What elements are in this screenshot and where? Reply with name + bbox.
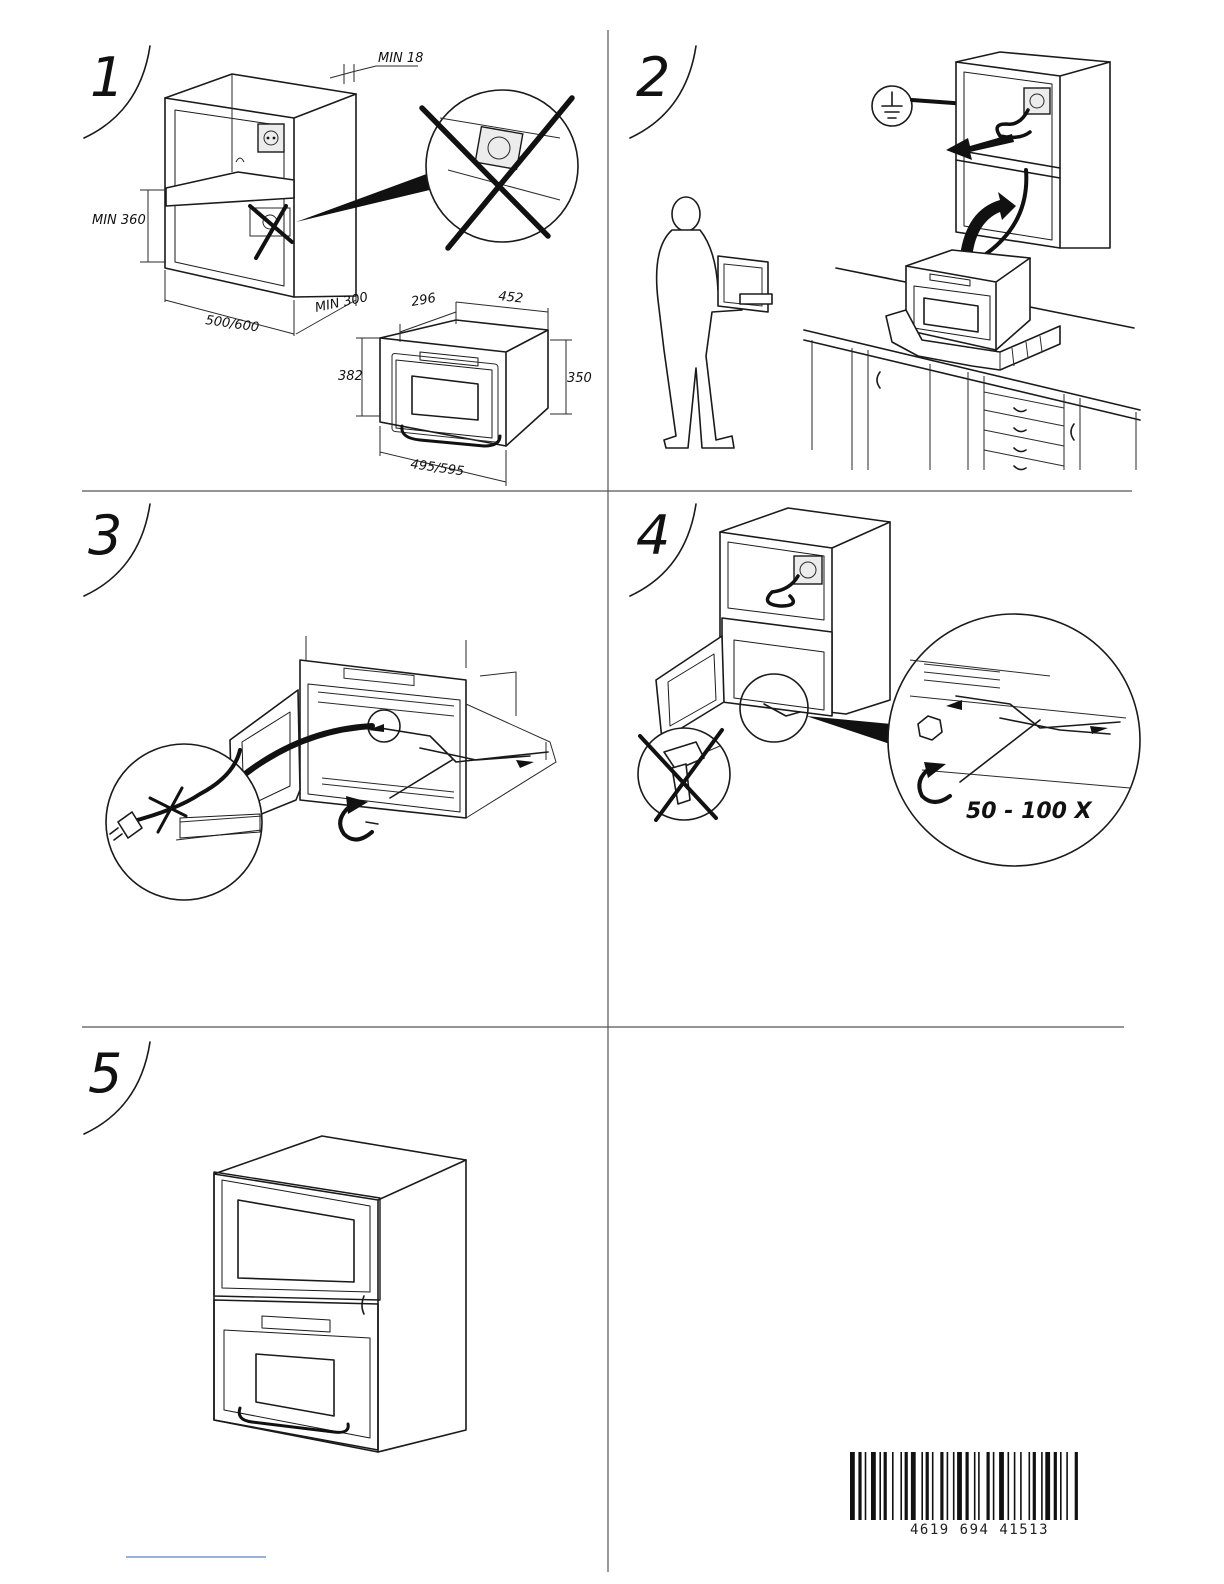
barcode-bar <box>1045 1452 1050 1520</box>
dim-495-595: 495/595 <box>409 457 465 479</box>
barcode-bar <box>999 1452 1004 1520</box>
step-badge-1: 1 <box>84 46 150 138</box>
barcode-bar <box>987 1452 990 1520</box>
barcode-bar <box>1075 1452 1078 1520</box>
barcode-bar <box>871 1452 876 1520</box>
barcode-bar <box>974 1452 976 1520</box>
barcode-bar <box>978 1452 980 1520</box>
oven-unit-dimensions: 296 452 382 350 495/595 <box>338 289 592 486</box>
step-number-4: 4 <box>636 504 670 567</box>
barcode-bar <box>858 1452 861 1520</box>
person-carrying-oven <box>657 197 772 448</box>
barcode-bar <box>926 1452 929 1520</box>
barcode-bar <box>1041 1452 1043 1520</box>
barcode-bar <box>993 1452 995 1520</box>
barcode-bar <box>947 1452 949 1520</box>
step-badge-4: 4 <box>630 504 696 596</box>
barcode-bar <box>911 1452 916 1520</box>
barcode-bar <box>940 1452 943 1520</box>
barcode-bar <box>1014 1452 1016 1520</box>
barcode-bar <box>884 1452 887 1520</box>
step-number-5: 5 <box>88 1042 122 1105</box>
barcode <box>850 1452 1078 1520</box>
step-1-illustration: MIN 18 MIN 360 500/600 MIN 300 296 452 3… <box>92 51 592 486</box>
cabinet-with-oven-open <box>230 636 556 840</box>
barcode-bar <box>1066 1452 1068 1520</box>
barcode-bar <box>905 1452 908 1520</box>
dim-500-600: 500/600 <box>204 313 260 335</box>
step-badge-2: 2 <box>630 46 696 138</box>
barcode-bar <box>1029 1452 1031 1520</box>
oven-on-packaging <box>886 250 1060 370</box>
barcode-bar <box>932 1452 934 1520</box>
barcode-bar <box>957 1452 962 1520</box>
step-number-2: 2 <box>636 46 670 109</box>
cabinet-oven-installed <box>656 508 890 742</box>
barcode-bar <box>921 1452 923 1520</box>
barcode-bar <box>1020 1452 1022 1520</box>
barcode-bar <box>1033 1452 1036 1520</box>
barcode-digits: 4619 694 41513 <box>910 1522 1049 1538</box>
dim-350: 350 <box>567 371 592 386</box>
dim-296: 296 <box>410 291 437 310</box>
turns-label: 50 - 100 X <box>966 799 1093 824</box>
barcode-bar <box>850 1452 855 1520</box>
barcode-bar <box>900 1452 902 1520</box>
dim-452: 452 <box>498 289 524 307</box>
step-5-illustration <box>214 1136 466 1452</box>
step-4-illustration: 50 - 100 X <box>638 508 1140 866</box>
barcode-bar <box>953 1452 955 1520</box>
step-2-illustration <box>657 52 1140 470</box>
dim-min18: MIN 18 <box>378 51 423 66</box>
barcode-bar <box>892 1452 894 1520</box>
step-badge-5: 5 <box>84 1042 150 1134</box>
dim-382: 382 <box>338 369 363 384</box>
step-number-3: 3 <box>88 504 122 567</box>
barcode-bar <box>1054 1452 1057 1520</box>
zoom-drill-forbidden <box>638 728 730 820</box>
finished-cabinet <box>214 1136 466 1452</box>
barcode-bar <box>879 1452 881 1520</box>
barcode-bar <box>1008 1452 1010 1520</box>
step-number-1: 1 <box>90 46 124 109</box>
dim-min360: MIN 360 <box>92 213 146 228</box>
step-badge-3: 3 <box>84 504 150 596</box>
barcode-bar <box>865 1452 867 1520</box>
barcode-bar <box>1060 1452 1062 1520</box>
step-3-illustration <box>106 636 556 900</box>
cabinet-diagram <box>165 74 356 297</box>
barcode-bar <box>966 1452 969 1520</box>
